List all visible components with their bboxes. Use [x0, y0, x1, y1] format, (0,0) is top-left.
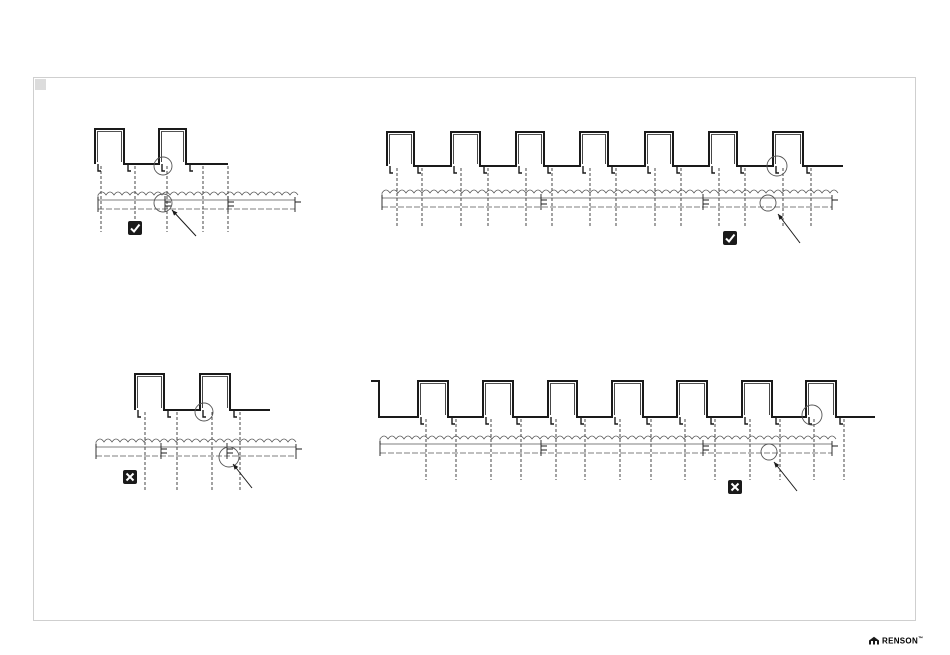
- rail-end-cap: [832, 441, 838, 456]
- profile-clip: [776, 166, 779, 173]
- profile-clip: [234, 410, 237, 417]
- rail-joint: [541, 440, 547, 456]
- rail-joint: [161, 443, 167, 459]
- renson-house-icon: [868, 636, 880, 645]
- profile-clip: [680, 417, 683, 424]
- profile-clip: [486, 417, 489, 424]
- profile-clip: [203, 410, 206, 417]
- comb-teeth: [380, 436, 836, 444]
- profile-clip: [745, 417, 748, 424]
- rail-joint: [228, 196, 234, 212]
- diagram-bottom-right: [371, 381, 875, 494]
- detail-circle: [195, 403, 213, 421]
- detail-circle: [761, 444, 777, 460]
- profile-clip: [551, 417, 554, 424]
- profile-clip: [168, 410, 171, 417]
- profile-clip: [421, 417, 424, 424]
- cross-icon: [728, 480, 742, 494]
- profile-outline: [387, 132, 843, 166]
- profile-clip: [390, 166, 393, 173]
- comb-teeth: [98, 192, 298, 200]
- profile-clip: [162, 164, 165, 171]
- rail-joint: [703, 194, 709, 210]
- pointer-arrow-head: [778, 214, 783, 220]
- check-icon: [723, 231, 737, 245]
- profile-clip: [648, 166, 651, 173]
- profile-clip: [190, 164, 193, 171]
- profile-clip: [612, 166, 615, 173]
- detail-circle: [154, 157, 172, 175]
- diagram-bottom-left: [96, 374, 302, 492]
- profile-clip: [548, 166, 551, 173]
- diagram-top-right: [382, 132, 843, 245]
- profile-clip: [517, 417, 520, 424]
- diagram-top-left: [95, 129, 301, 236]
- profile-outline: [371, 381, 875, 417]
- check-icon: [128, 221, 142, 235]
- pointer-arrow-line: [774, 462, 797, 491]
- profile-clip: [741, 166, 744, 173]
- profile-clip: [452, 417, 455, 424]
- profile-clip: [98, 164, 101, 171]
- profile-clip: [677, 166, 680, 173]
- rail-joint: [541, 194, 547, 210]
- profile-clip: [454, 166, 457, 173]
- rail-end-cap: [832, 195, 838, 210]
- brand-label: RENSON: [882, 637, 918, 646]
- profile-clip: [647, 417, 650, 424]
- detail-circle: [219, 447, 239, 467]
- profile-clip: [807, 166, 810, 173]
- profile-clip: [712, 166, 715, 173]
- comb-teeth: [382, 190, 838, 198]
- brand-trademark: ™: [918, 636, 923, 642]
- detail-circle: [760, 195, 776, 211]
- profile-inner-line: [138, 377, 228, 409]
- profile-clip: [138, 410, 141, 417]
- profile-clip: [418, 166, 421, 173]
- profile-clip: [809, 417, 812, 424]
- profile-clip: [776, 417, 779, 424]
- rail-joint: [227, 443, 233, 459]
- profile-clip: [711, 417, 714, 424]
- profile-inner-line: [98, 132, 184, 163]
- rail-end-cap: [296, 444, 302, 459]
- cross-icon: [123, 470, 137, 484]
- profile-clip: [128, 164, 131, 171]
- profile-clip: [581, 417, 584, 424]
- profile-clip: [583, 166, 586, 173]
- profile-clip: [484, 166, 487, 173]
- rail-joint: [703, 440, 709, 456]
- status-box: [128, 221, 142, 235]
- renson-logo: RENSON™: [868, 636, 923, 646]
- comb-teeth: [96, 439, 296, 447]
- profile-clip: [615, 417, 618, 424]
- rail-joint: [165, 196, 171, 212]
- profile-clip: [519, 166, 522, 173]
- rail-end-cap: [295, 197, 301, 212]
- status-box: [723, 231, 737, 245]
- profile-clip: [840, 417, 843, 424]
- brand-name: RENSON™: [882, 636, 923, 646]
